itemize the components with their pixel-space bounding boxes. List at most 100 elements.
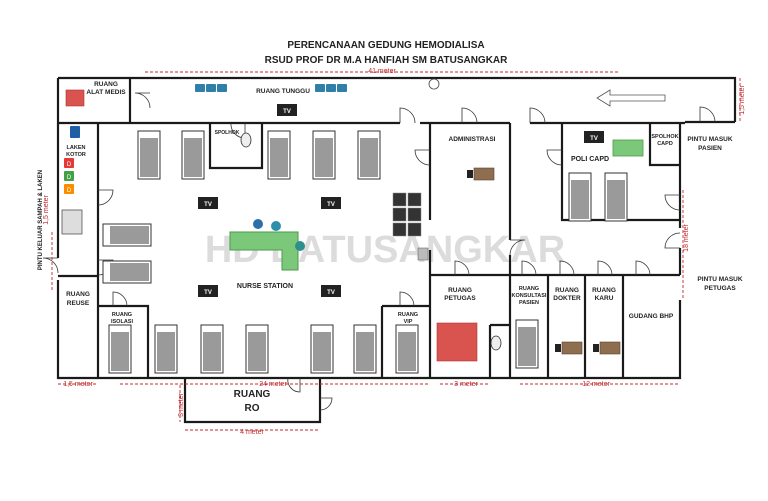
panel-icon [417, 247, 429, 261]
waste-bin-icon [64, 171, 74, 181]
label-reuse-1: RUANG [66, 291, 90, 298]
ro-unit-icon [392, 207, 407, 222]
label-nurse-station: NURSE STATION [237, 283, 293, 290]
ro-unit-icon [392, 222, 407, 237]
bed-mattress [356, 332, 374, 371]
chair-icon [206, 84, 216, 92]
label-konsultasi-2: KONSULTASI [512, 293, 547, 299]
label-petugas-1: RUANG [448, 287, 472, 294]
bed-mattress [110, 226, 149, 244]
bed-mattress [184, 138, 202, 177]
tv-label: TV [590, 136, 598, 142]
dimension-bottom-mid: 24 meter [259, 381, 287, 388]
bed-mattress [110, 263, 149, 281]
desk-icon [599, 341, 621, 355]
waste-bin-label: D [67, 188, 72, 194]
bed-mattress [571, 180, 589, 219]
tv-icon [198, 197, 218, 209]
bed-mattress [518, 327, 536, 366]
bed-mattress [313, 332, 331, 371]
arrow-left-icon [596, 89, 666, 107]
bed-mattress [203, 332, 221, 371]
dimension-left-vertical: 1,5 meter [43, 195, 50, 225]
toilet-icon [490, 335, 502, 351]
bed-mattress [140, 138, 158, 177]
cabinet-icon [65, 89, 85, 107]
chair-icon [337, 84, 347, 92]
nurse-icon [271, 221, 281, 231]
dimension-bottom-right: 12 meter [582, 381, 610, 388]
label-reuse-2: REUSE [67, 300, 90, 307]
label-vip-1: RUANG [398, 312, 418, 318]
bed-mattress [270, 138, 288, 177]
dimension-top: 41 meter [368, 68, 396, 75]
label-pintu-masuk-petugas-1: PINTU MASUK [697, 276, 742, 283]
label-ro-1: RUANG [234, 389, 271, 400]
waste-bin-icon [64, 158, 74, 168]
label-isolasi-1: RUANG [112, 312, 132, 318]
label-dokter-2: DOKTER [553, 295, 581, 302]
walls [56, 76, 737, 424]
sink-icon [61, 209, 83, 235]
laundry-bin-icon [70, 126, 80, 138]
label-spolhok-capd-1: SPOLHOK [651, 134, 678, 140]
label-ro-2: RO [245, 403, 260, 414]
bed-mattress [607, 180, 625, 219]
chair-icon [315, 84, 325, 92]
label-pintu-masuk-pasien-1: PINTU MASUK [687, 136, 732, 143]
title-line-2: RSUD PROF DR M.A HANFIAH SM BATUSANGKAR [265, 55, 509, 66]
tv-label: TV [327, 290, 335, 296]
label-karu-1: RUANG [592, 287, 616, 294]
bed-mattress [315, 138, 333, 177]
chair-icon [195, 84, 205, 92]
ro-unit-icon [407, 207, 422, 222]
tv-icon [584, 131, 604, 143]
label-vip-2: VIP [404, 319, 413, 325]
tv-icon [321, 197, 341, 209]
tv-icon [321, 285, 341, 297]
chair-icon [593, 344, 599, 352]
nurse-desk [229, 231, 299, 271]
desk-icon [473, 167, 495, 181]
waste-bin-label: D [67, 175, 72, 181]
ro-unit-icon [407, 222, 422, 237]
bed-mattress [360, 138, 378, 177]
title-line-1: PERENCANAAN GEDUNG HEMODIALISA [287, 40, 484, 51]
dimension-right-top: 1,5 meter [739, 85, 746, 115]
label-spolhok-capd-2: CAPD [657, 141, 673, 147]
capd-desk [612, 139, 644, 157]
dimension-right-mid: 18 meter [683, 224, 690, 252]
label-isolasi-2: ISOLASI [111, 319, 133, 325]
label-laken-kotor-1: LAKEN [67, 145, 86, 151]
label-ruang-tunggu: RUANG TUNGGU [256, 88, 310, 95]
tv-label: TV [327, 202, 335, 208]
desk-icon [561, 341, 583, 355]
label-pintu-keluar: PINTU KELUAR SAMPAH & LAKEN [38, 170, 44, 270]
label-pintu-masuk-petugas-2: PETUGAS [704, 285, 736, 292]
dimension-bottom-left: 1,5 meter [63, 381, 93, 388]
bed-mattress [111, 332, 129, 371]
toilet-icon [240, 132, 252, 148]
bed-mattress [248, 332, 266, 371]
tv-label: TV [283, 109, 291, 115]
chair-icon [467, 170, 473, 178]
label-dokter-1: RUANG [555, 287, 579, 294]
room-labels: RUANG ALAT MEDIS RUANG TUNGGU SPOLHOK LA… [38, 81, 743, 414]
label-alat-medis-1: RUANG [94, 81, 118, 88]
dimension-ro-bottom: 4 meter [240, 429, 264, 436]
label-konsultasi-3: PASIEN [519, 300, 539, 306]
bed-mattress [398, 332, 416, 371]
label-laken-kotor-2: KOTOR [66, 152, 86, 158]
label-poli-capd: POLI CAPD [571, 156, 609, 163]
label-administrasi: ADMINISTRASI [449, 136, 496, 143]
dimension-ro-vertical: 3 meter [178, 392, 185, 416]
doors [42, 92, 716, 411]
tv-label: TV [204, 290, 212, 296]
tv-icon [277, 104, 297, 116]
waste-bin-label: D [67, 162, 72, 168]
chair-icon [326, 84, 336, 92]
chair-icon [555, 344, 561, 352]
label-alat-medis-2: ALAT MEDIS [86, 89, 126, 96]
